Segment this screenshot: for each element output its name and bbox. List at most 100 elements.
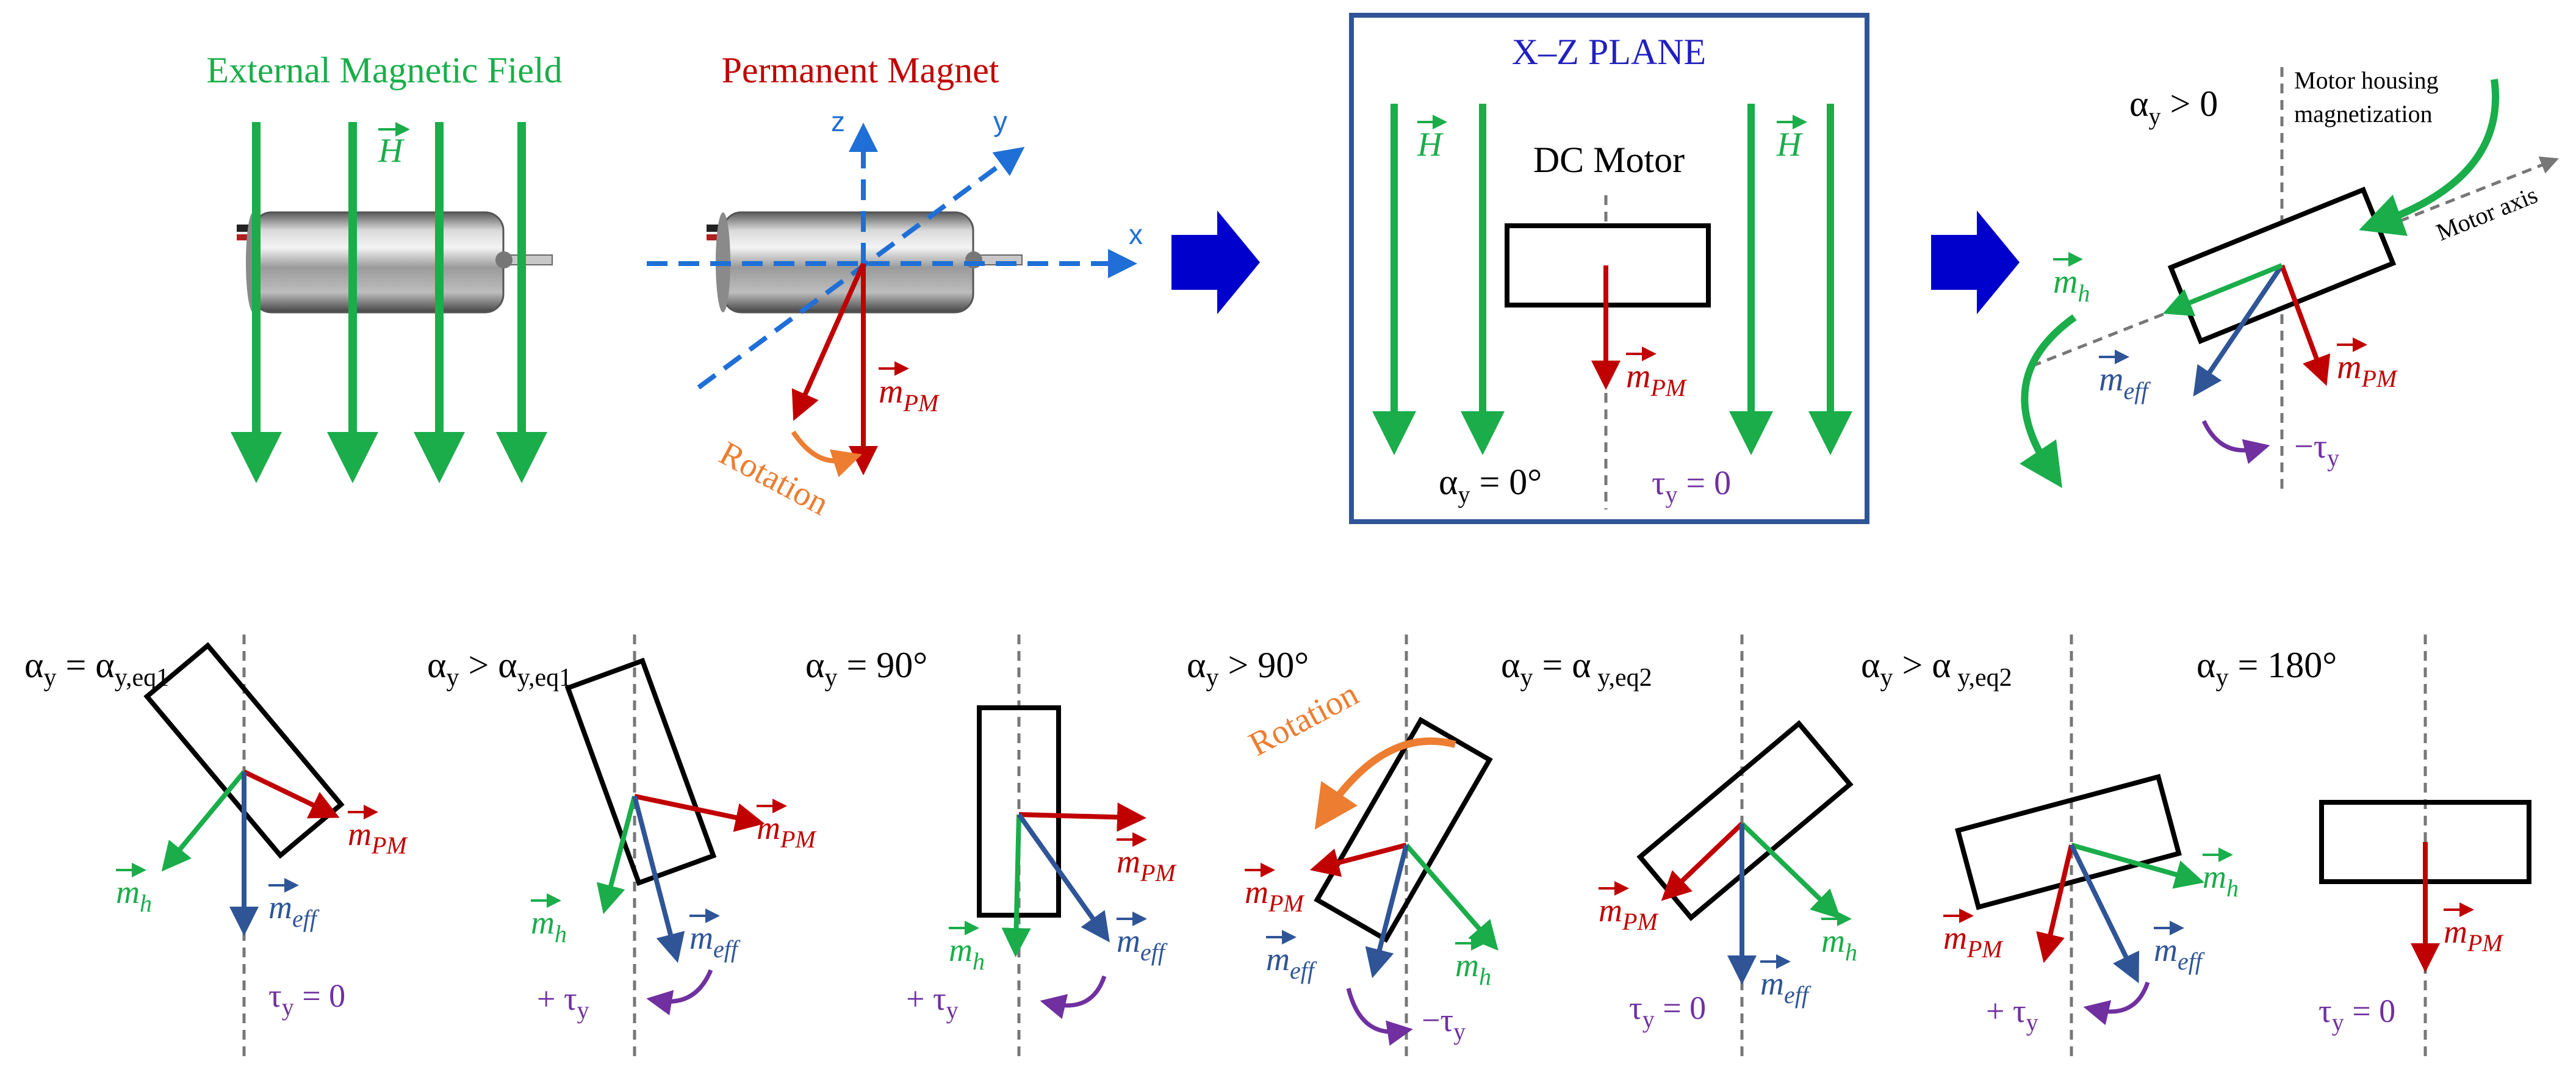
m-eff-vector bbox=[1365, 844, 1409, 979]
plane-frame bbox=[1349, 13, 1869, 524]
m-h-vector bbox=[1740, 822, 1841, 919]
torque-value: τy = 0 bbox=[1652, 464, 1731, 508]
alpha-condition: αy > α y,eq2 bbox=[1861, 645, 2012, 692]
m-eff-label: meff bbox=[1266, 930, 1317, 984]
m-eff-label: meff bbox=[689, 908, 741, 963]
pm-vector bbox=[2036, 844, 2074, 963]
svg-text:mPM: mPM bbox=[1943, 919, 2004, 963]
svg-text:H: H bbox=[1776, 126, 1803, 164]
svg-text:H: H bbox=[1417, 126, 1444, 164]
housing-magnetization-label: Motor housing bbox=[2294, 67, 2439, 94]
motor-rectangle bbox=[143, 642, 345, 859]
motor-rectangle bbox=[564, 657, 717, 887]
svg-text:mPM: mPM bbox=[1117, 843, 1177, 887]
m-eff-vector bbox=[1016, 813, 1110, 943]
motor-axis-line bbox=[2031, 156, 2559, 368]
motor-rectangle bbox=[1955, 774, 2182, 910]
m-eff-label: meff bbox=[2099, 350, 2151, 405]
pm-vector bbox=[1309, 843, 1408, 877]
svg-text:meff: meff bbox=[268, 889, 320, 932]
housing-magnetization-arrow bbox=[2359, 79, 2500, 236]
alpha-condition: αy > 90° bbox=[1187, 645, 1309, 692]
m-eff-vector bbox=[632, 795, 685, 963]
svg-text:meff: meff bbox=[1266, 941, 1317, 984]
m-pm-label: mPM bbox=[1599, 881, 1659, 935]
m-eff-label: meff bbox=[1760, 954, 1811, 1009]
h-vector-label: H bbox=[1417, 115, 1447, 164]
svg-text:mPM: mPM bbox=[879, 373, 940, 417]
m-eff-label: meff bbox=[2154, 921, 2205, 975]
svg-text:meff: meff bbox=[2099, 361, 2151, 405]
y-axis-label: y bbox=[993, 106, 1007, 137]
torque-arrow bbox=[1040, 975, 1107, 1020]
m-h-vector bbox=[1404, 843, 1498, 951]
alpha-condition: αy = 180° bbox=[2196, 645, 2337, 692]
m-h-label: mh bbox=[2203, 847, 2239, 902]
m-eff-label: meff bbox=[268, 878, 320, 932]
housing-magnetization-label-2: magnetization bbox=[2294, 100, 2433, 128]
torque-value: + τy bbox=[537, 980, 589, 1024]
svg-text:mPM: mPM bbox=[1599, 892, 1659, 935]
m-h-vector bbox=[596, 795, 637, 915]
torque-value: τy = 0 bbox=[268, 977, 345, 1021]
rotation-label: Rotation bbox=[1243, 675, 1364, 763]
svg-text:mh: mh bbox=[531, 904, 567, 948]
blue-right-arrow-icon bbox=[1171, 210, 1260, 314]
dc-motor-icon bbox=[236, 211, 553, 314]
svg-text:mPM: mPM bbox=[2337, 348, 2398, 392]
rotation-arrow bbox=[1314, 737, 1456, 830]
svg-text:meff: meff bbox=[2154, 932, 2205, 975]
z-axis-label: z bbox=[831, 106, 845, 137]
m-pm-label: mPM bbox=[2444, 902, 2504, 957]
m-h-vector bbox=[2162, 263, 2283, 317]
x-axis-label: x bbox=[1129, 218, 1143, 250]
m-h-label: mh bbox=[949, 921, 985, 975]
h-vector-label: H bbox=[1776, 115, 1807, 164]
m-h-vector bbox=[161, 770, 246, 872]
svg-text:meff: meff bbox=[1760, 965, 1811, 1009]
svg-text:mh: mh bbox=[116, 874, 152, 917]
svg-text:mPM: mPM bbox=[348, 816, 408, 859]
svg-text:H: H bbox=[378, 132, 405, 170]
equilibrium-panel-2: mh meff mPM αy > αy,eq1 + τy bbox=[427, 635, 817, 1059]
h-vector-label: H bbox=[378, 122, 410, 170]
m-h-vector bbox=[1001, 814, 1031, 957]
torque-value: τy = 0 bbox=[1629, 990, 1706, 1033]
alpha-condition: αy = αy,eq1 bbox=[24, 645, 169, 692]
external-field-panel: External Magnetic Field H bbox=[206, 50, 563, 483]
svg-text:mPM: mPM bbox=[757, 810, 817, 853]
dc-motor-label: DC Motor bbox=[1533, 140, 1685, 180]
field-lines bbox=[231, 122, 547, 483]
m-pm-label: mPM bbox=[1245, 863, 1305, 917]
plane-title: X–Z PLANE bbox=[1512, 32, 1706, 72]
torque-value: + τy bbox=[906, 980, 959, 1024]
m-h-label: mh bbox=[116, 863, 152, 917]
svg-text:mh: mh bbox=[1455, 947, 1491, 990]
pm-vector bbox=[634, 794, 765, 832]
svg-text:mh: mh bbox=[2203, 858, 2239, 902]
m-h-label: mh bbox=[1455, 936, 1491, 990]
pm-vector-rotated bbox=[791, 262, 866, 421]
alpha-condition: αy = 0° bbox=[1439, 462, 1542, 508]
permanent-magnet-title: Permanent Magnet bbox=[722, 50, 999, 90]
pm-vector bbox=[2279, 264, 2331, 386]
alpha-condition: αy > αy,eq1 bbox=[427, 645, 572, 692]
housing-magnetization-arrow-2 bbox=[2020, 314, 2077, 488]
m-h-label: mh bbox=[531, 893, 567, 948]
svg-text:meff: meff bbox=[689, 919, 741, 963]
svg-text:meff: meff bbox=[1117, 923, 1168, 966]
permanent-magnet-panel: Permanent Magnet x z y mPM Rotation bbox=[647, 50, 1143, 523]
torque-arrow bbox=[2201, 420, 2270, 464]
m-pm-label: mPM bbox=[757, 799, 817, 853]
svg-text:mPM: mPM bbox=[1626, 358, 1688, 401]
alpha-condition: αy = α y,eq2 bbox=[1501, 645, 1652, 692]
m-pm-label: mPM bbox=[348, 805, 408, 859]
alpha-condition: αy = 90° bbox=[805, 645, 927, 692]
equilibrium-panel-3: mh meff mPM αy = 90° + τy bbox=[805, 635, 1177, 1059]
